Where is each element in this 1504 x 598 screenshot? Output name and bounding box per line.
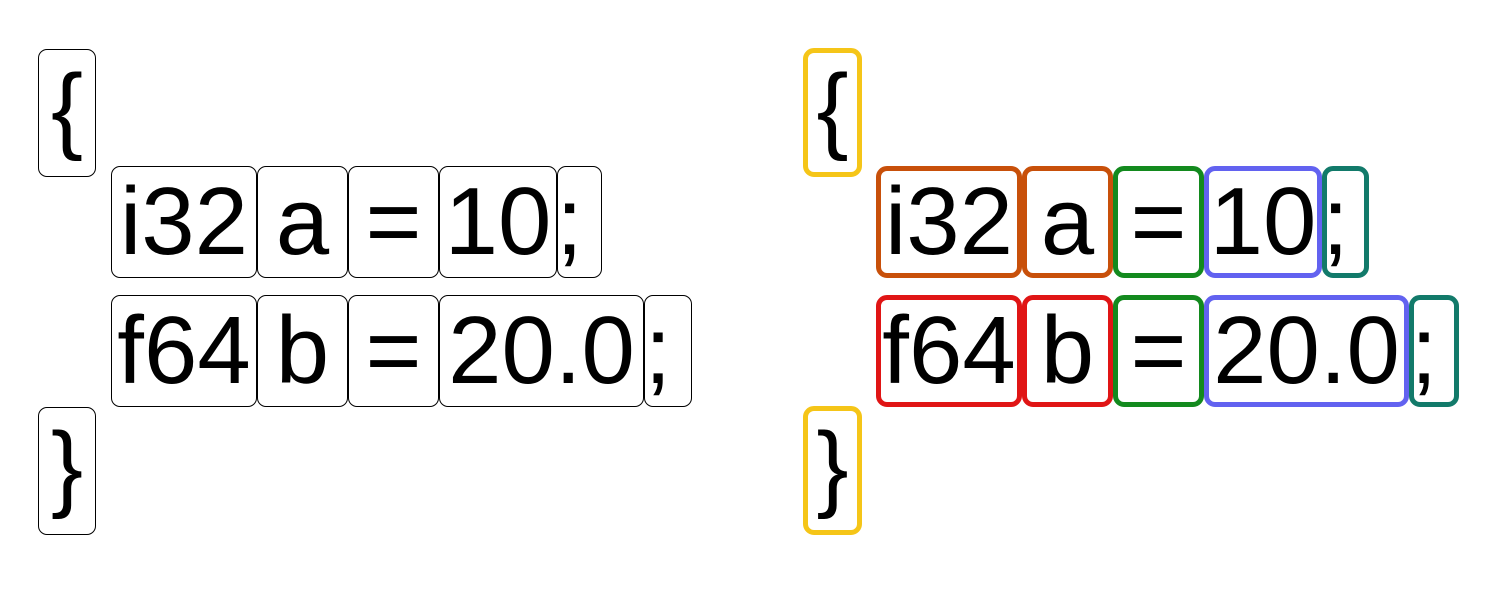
semicolon-token: ;	[1322, 166, 1369, 278]
name-token-b: b	[1022, 295, 1113, 407]
semicolon-token: ;	[644, 295, 692, 407]
semicolon-token: ;	[556, 166, 602, 278]
value-token-10: 10	[1204, 166, 1322, 278]
operator-token-assign: =	[348, 295, 439, 407]
operator-token-assign: =	[348, 166, 439, 278]
close-brace-token: }	[38, 407, 96, 535]
operator-token-assign: =	[1113, 166, 1204, 278]
name-token-a: a	[257, 166, 348, 278]
name-token-a: a	[1022, 166, 1113, 278]
close-brace-token: }	[803, 406, 862, 535]
type-token-f64: f64	[111, 295, 257, 407]
colored-token-diagram: { i32 a = 10 ; f64 b = 20.0 ; }	[752, 0, 1504, 598]
type-token-f64: f64	[876, 295, 1022, 407]
name-token-b: b	[257, 295, 348, 407]
operator-token-assign: =	[1113, 295, 1204, 407]
value-token-20: 20.0	[1204, 295, 1409, 407]
open-brace-token: {	[38, 49, 96, 177]
type-token-i32: i32	[111, 166, 257, 278]
value-token-20: 20.0	[439, 295, 644, 407]
value-token-10: 10	[439, 166, 557, 278]
plain-token-diagram: { i32 a = 10 ; f64 b = 20.0 ; }	[38, 49, 692, 535]
open-brace-token: {	[803, 48, 862, 177]
semicolon-token: ;	[1409, 295, 1459, 407]
type-token-i32: i32	[876, 166, 1022, 278]
